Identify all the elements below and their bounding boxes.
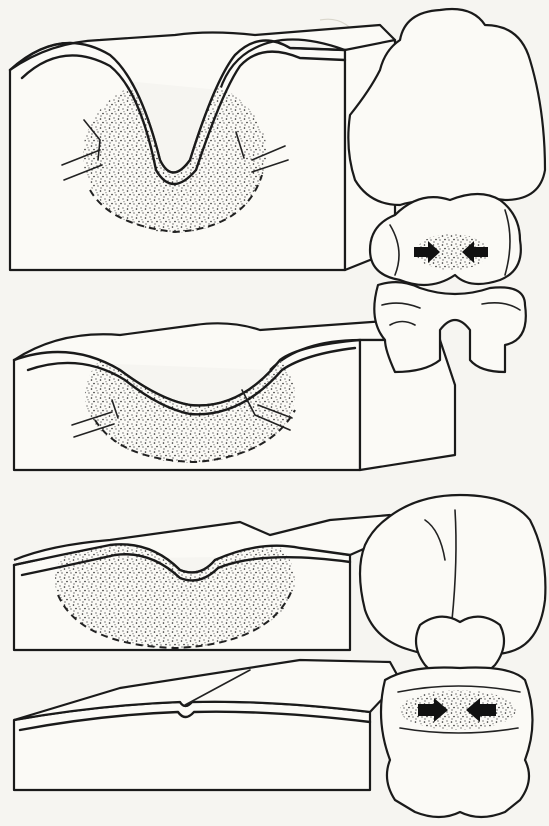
brain-lower bbox=[360, 495, 545, 817]
brain-upper-hindbrain bbox=[374, 282, 526, 372]
panel-3 bbox=[14, 512, 395, 650]
panel-1 bbox=[10, 25, 395, 270]
panel-1-neural-plate-stipple bbox=[83, 77, 267, 233]
brain-lower-stipple bbox=[400, 690, 516, 730]
panel-4 bbox=[14, 660, 400, 790]
brain-lower-midbrain bbox=[416, 617, 504, 675]
